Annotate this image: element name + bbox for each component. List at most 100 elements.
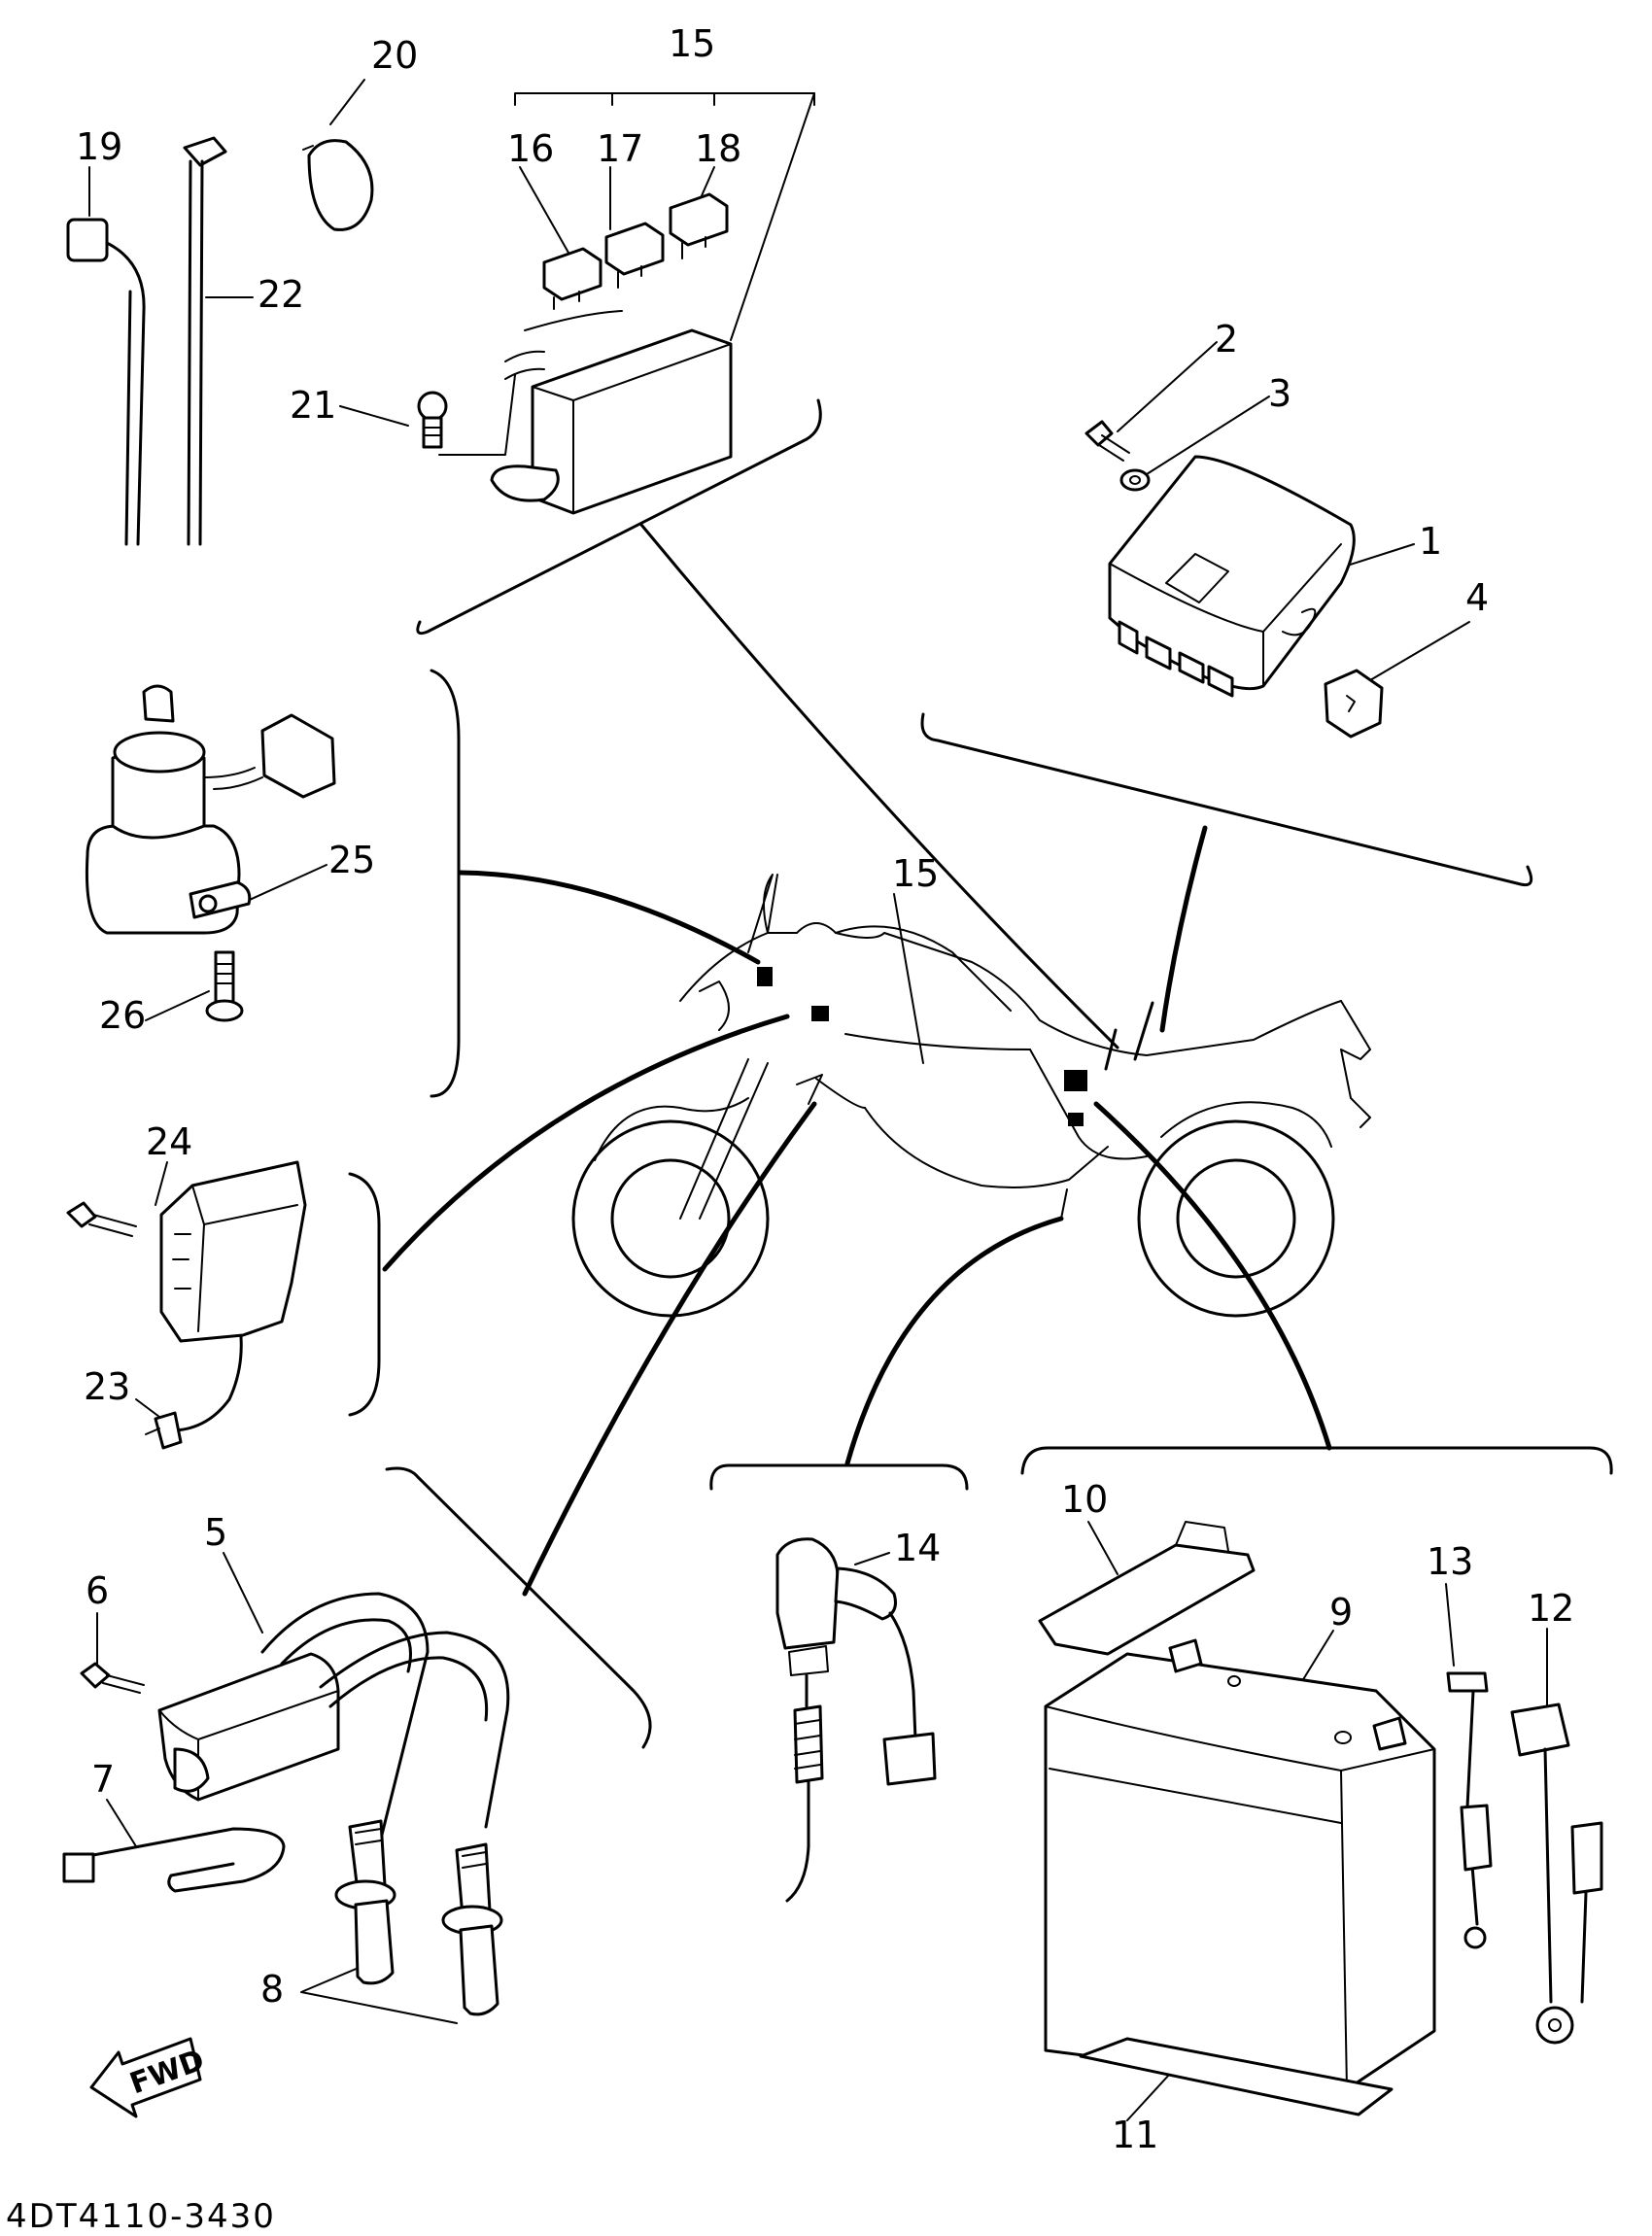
leader-4 (1369, 621, 1470, 681)
curve-pickup-to-bike (382, 1014, 790, 1272)
part-2-bolt (1084, 420, 1130, 462)
tail-cowl (1340, 1000, 1371, 1128)
arrow-ecu (1133, 1001, 1154, 1061)
label-15-mid: 15 (892, 852, 939, 895)
bracket-relay-group (416, 398, 822, 636)
part-1-ecu (1108, 455, 1356, 698)
leader-13 (1445, 1583, 1455, 1667)
part-26-bolt (205, 950, 244, 1022)
part-13-minus-lead (1446, 1671, 1493, 1949)
label-7: 7 (91, 1758, 115, 1801)
leader-25 (240, 864, 327, 905)
label-16: 16 (507, 127, 554, 170)
leader-24 (155, 1161, 168, 1206)
bracket-15 (514, 92, 815, 106)
connector-mark-4 (1068, 1113, 1084, 1126)
part-25-main-switch (85, 684, 336, 935)
leader-3 (1146, 396, 1270, 475)
part-6-bolt (80, 1662, 145, 1694)
label-11: 11 (1112, 2114, 1158, 2156)
label-17: 17 (597, 127, 643, 170)
leader-lines (88, 79, 1548, 2121)
leader-14 (854, 1552, 890, 1565)
label-1: 1 (1419, 520, 1442, 563)
curve-ecu-to-bike (1159, 825, 1208, 1033)
front-wheel-inner (610, 1158, 731, 1279)
windscreen (747, 874, 778, 953)
label-21: 21 (290, 384, 336, 427)
leader-1 (1340, 543, 1415, 568)
tank-top (835, 925, 1012, 1012)
part-7-band (62, 1827, 286, 1893)
label-13: 13 (1427, 1540, 1473, 1583)
label-24: 24 (146, 1120, 192, 1163)
leader-10 (1087, 1521, 1119, 1575)
label-6: 6 (86, 1569, 109, 1612)
part-21-screw (417, 391, 448, 449)
curve-battery-to-bike (1093, 1101, 1332, 1451)
part-3-washer (1119, 468, 1151, 492)
part-12-plus-lead (1510, 1703, 1603, 2045)
frame-line (844, 1033, 1031, 1050)
label-22: 22 (258, 273, 304, 316)
leader-21 (339, 405, 409, 427)
leader-5 (223, 1552, 263, 1634)
leader-26 (145, 990, 210, 1021)
leader-18 (699, 166, 715, 201)
part-22-cable-tie (183, 136, 227, 546)
leader-16 (519, 166, 569, 254)
label-18: 18 (695, 127, 741, 170)
part-9-battery (1044, 1638, 1436, 2091)
part-24-bolt (66, 1201, 137, 1237)
swingarm (1029, 1049, 1148, 1160)
label-12: 12 (1528, 1587, 1574, 1630)
part-8-plug-caps (334, 1819, 503, 2016)
part-labels: 15 20 19 16 17 18 22 21 2 3 1 4 25 26 15… (6, 22, 1574, 2236)
front-fork (679, 1058, 769, 1220)
leader-9 (1301, 1630, 1334, 1682)
tank-and-seat (679, 922, 1342, 1056)
rear-wheel-outer (1137, 1119, 1335, 1318)
label-26: 26 (99, 994, 146, 1037)
engine-bottom (864, 1107, 1109, 1188)
bracket-battery-group (1020, 1446, 1613, 1475)
part-20-cap (302, 139, 374, 231)
curve-coil-to-bike (522, 1101, 817, 1597)
part-14-plug-cap (775, 1537, 937, 1903)
leader-11 (1126, 2073, 1171, 2121)
leader-20 (329, 79, 365, 125)
arrow-plug (1060, 1188, 1068, 1220)
part-10-battery-band (1038, 1521, 1256, 1656)
label-8: 8 (260, 1968, 284, 2011)
connection-curves (382, 523, 1332, 1597)
leader-15 (730, 92, 815, 341)
connector-mark-3 (1064, 1070, 1087, 1091)
engine-front (815, 1078, 866, 1109)
leader-7 (106, 1799, 137, 1847)
group-brackets (348, 398, 1613, 1749)
part-pickup-unit (159, 1160, 307, 1432)
part-16-fuse (542, 247, 602, 310)
part-19-cable-band (66, 218, 146, 546)
label-14: 14 (894, 1527, 941, 1569)
headlight (699, 980, 730, 1031)
rear-wheel-inner (1176, 1158, 1296, 1279)
label-9: 9 (1329, 1591, 1353, 1634)
arrow-coil (796, 1074, 823, 1105)
front-fender (594, 1097, 749, 1161)
label-20: 20 (371, 34, 418, 77)
part-4-clip (1324, 669, 1384, 739)
label-23: 23 (84, 1365, 130, 1408)
bracket-pickup-group (348, 1172, 381, 1417)
label-15-top: 15 (669, 22, 715, 65)
curve-switch-to-bike (458, 870, 761, 965)
label-2: 2 (1215, 318, 1238, 361)
leader-2 (1117, 341, 1218, 432)
part-23-connector (145, 1411, 183, 1450)
bracket-15-ticks (611, 92, 715, 106)
bracket-ecu-group (920, 712, 1533, 887)
part-18-fuse (669, 192, 729, 259)
leader-15-mid (893, 893, 924, 1064)
connector-mark-1 (757, 967, 773, 986)
